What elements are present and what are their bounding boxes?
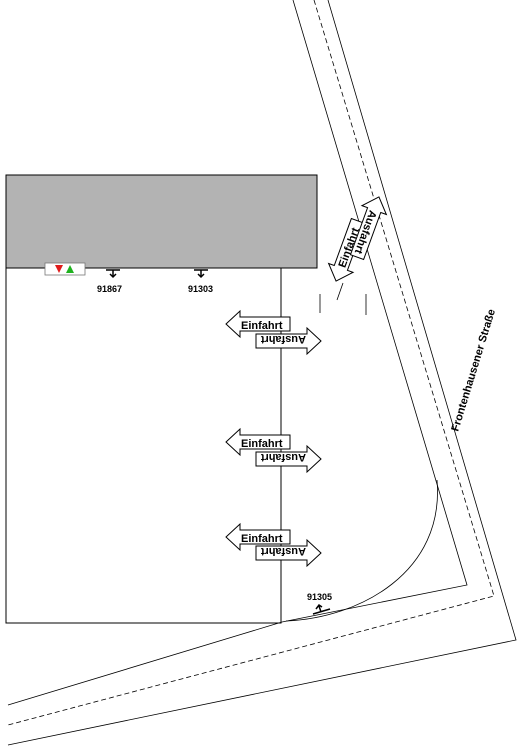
- entry-arrow: Einfahrt: [225, 427, 291, 457]
- building: [5, 174, 318, 269]
- svg-text:Ausfahrt: Ausfahrt: [260, 451, 306, 463]
- sensor-marker-3: [312, 603, 331, 615]
- curved-lot-edge: [285, 479, 438, 622]
- road-lines: [7, 0, 517, 746]
- down-triangle-icon: [55, 265, 63, 273]
- sensor-marker-2: [194, 269, 208, 279]
- exit-arrow: Ausfahrt: [255, 326, 322, 356]
- svg-text:Einfahrt: Einfahrt: [241, 533, 283, 545]
- svg-text:Einfahrt: Einfahrt: [241, 320, 283, 332]
- entry-arrow: Einfahrt: [225, 522, 291, 552]
- entry-exit-arrows-2: Einfahrt Ausfahrt: [225, 427, 322, 474]
- exit-arrow: Ausfahrt: [255, 538, 322, 568]
- entry-arrow: Einfahrt: [225, 309, 291, 339]
- exit-arrow: Ausfahrt: [255, 444, 322, 474]
- street-name-label: Frontenhausener Straße: [449, 308, 498, 433]
- road-edge-outer: [7, 0, 517, 746]
- road-edge-lower: [7, 621, 283, 706]
- traffic-direction-icon: [44, 262, 86, 276]
- sensor-label: 91867: [97, 284, 122, 294]
- up-triangle-icon: [66, 265, 74, 273]
- sensor-marker-1: [106, 269, 120, 279]
- sensor-label: 91305: [307, 592, 332, 602]
- entry-exit-arrows-3: Einfahrt Ausfahrt: [225, 522, 322, 568]
- road-centerline: [7, 0, 495, 726]
- driveway-arrows: Einfahrt Ausfahrt: [327, 196, 388, 282]
- svg-text:Einfahrt: Einfahrt: [241, 438, 283, 450]
- svg-text:Ausfahrt: Ausfahrt: [260, 333, 306, 345]
- entry-exit-arrows-1: Einfahrt Ausfahrt: [225, 309, 322, 356]
- svg-text:Ausfahrt: Ausfahrt: [260, 545, 306, 557]
- driveway-line-3: [336, 282, 344, 301]
- sensor-label: 91303: [188, 284, 213, 294]
- road-edge-inner: [281, 0, 468, 623]
